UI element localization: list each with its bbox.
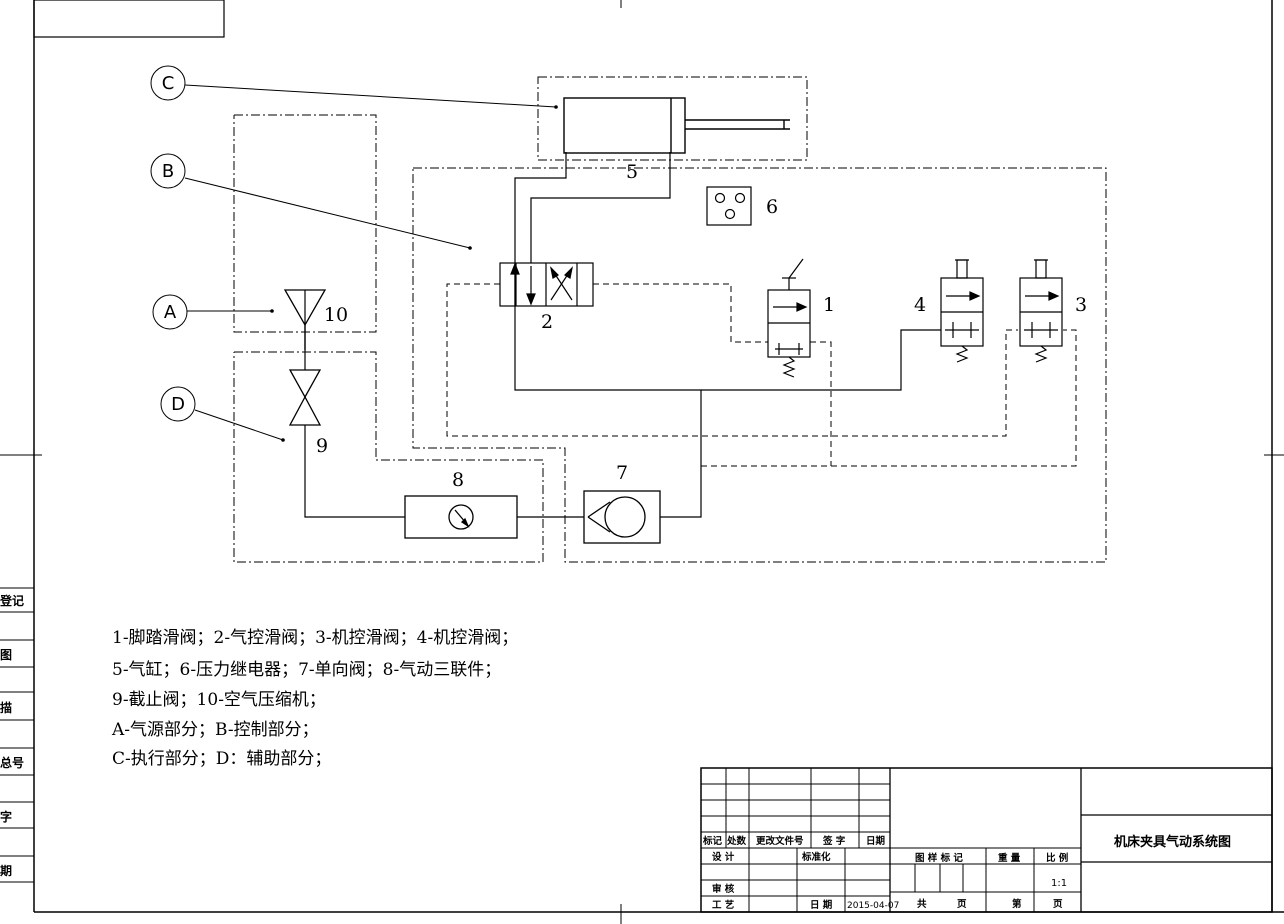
side-strip: 登记 图 描 总号 字 期 <box>0 587 34 883</box>
pilot-lines <box>446 283 1077 467</box>
stop-valve-9 <box>288 369 322 426</box>
tb-scale-value: 1:1 <box>1051 878 1067 889</box>
legend-line-1: 1-脚踏滑阀；2-气控滑阀；3-机控滑阀；4-机控滑阀； <box>112 628 518 648</box>
pressure-relay-6 <box>706 186 752 226</box>
tb-total: 共 <box>917 898 927 910</box>
section-circles <box>150 65 196 422</box>
title-block-lines <box>700 767 1273 913</box>
part-number-1: 1 <box>823 294 835 316</box>
tb-page-1: 页 <box>957 899 967 910</box>
part-number-7: 7 <box>616 462 628 484</box>
tb-scale-label: 比 例 <box>1046 852 1068 864</box>
legend-line-4: A-气源部分；B-控制部分； <box>111 720 319 740</box>
boundary-d-auxiliary <box>233 351 544 563</box>
section-label-c: C <box>162 73 175 94</box>
drawing-title: 机床夹具气动系统图 <box>1114 834 1231 850</box>
air-compressor-10 <box>283 289 327 350</box>
side-label-date: 期 <box>0 863 12 878</box>
frl-unit-8 <box>404 495 518 539</box>
tb-header-mark: 标记 <box>702 835 723 847</box>
tb-date-value: 2015-04-07 <box>847 901 899 911</box>
legend-line-3: 9-截止阀；10-空气压缩机； <box>112 690 326 710</box>
side-label-trace: 描 <box>0 700 12 715</box>
tb-standardization: 标准化 <box>801 851 831 863</box>
cylinder-5 <box>563 97 790 154</box>
mech-valve-4 <box>940 259 984 363</box>
part-number-6: 6 <box>766 196 778 218</box>
title-block-text: 标记 处数 更改文件号 签 字 日期 设 计 标准化 审 核 工 艺 日 期 2… <box>702 834 1231 911</box>
tb-header-count: 处数 <box>726 835 747 847</box>
tb-pattern-mark: 图 样 标 记 <box>915 852 963 864</box>
part-number-3: 3 <box>1075 294 1087 316</box>
side-label-sign: 字 <box>0 809 12 824</box>
tb-header-signature: 签 字 <box>822 835 846 847</box>
legend-line-5: C-执行部分；D：辅助部分； <box>112 749 331 769</box>
tb-date-label: 日 期 <box>810 899 832 911</box>
legend-line-2: 5-气缸；6-压力继电器；7-单向阀；8-气动三联件； <box>112 659 501 680</box>
boundary-b-control <box>412 167 1107 563</box>
side-label-drawing: 图 <box>0 648 12 662</box>
part-number-9: 9 <box>316 435 328 457</box>
legend: 1-脚踏滑阀；2-气控滑阀；3-机控滑阀；4-机控滑阀； 5-气缸；6-压力继电… <box>111 628 518 769</box>
side-label-total-no: 总号 <box>0 755 24 770</box>
tb-header-change-doc: 更改文件号 <box>756 835 804 847</box>
tb-review: 审 核 <box>712 883 735 895</box>
check-valve-7 <box>583 490 661 544</box>
air-lines <box>304 152 941 518</box>
section-boundaries <box>233 76 1107 563</box>
tb-weight: 重 量 <box>998 852 1021 864</box>
tb-page-2: 页 <box>1053 899 1063 910</box>
section-label-d: D <box>171 394 185 415</box>
tb-process: 工 艺 <box>712 899 735 911</box>
boundary-a-source <box>233 114 377 333</box>
section-label-a: A <box>164 302 177 323</box>
part-number-2: 2 <box>541 311 553 333</box>
side-label-register: 登记 <box>0 593 24 608</box>
part-number-8: 8 <box>452 469 464 491</box>
part-number-4: 4 <box>914 294 926 316</box>
tb-sheet: 第 <box>1012 898 1022 910</box>
leader-lines <box>184 84 557 441</box>
tb-header-date: 日期 <box>866 835 885 847</box>
part-number-5: 5 <box>626 161 638 183</box>
foot-valve-1 <box>767 258 811 378</box>
tb-design: 设 计 <box>712 851 735 863</box>
section-label-b: B <box>162 161 174 182</box>
part-number-10: 10 <box>324 304 348 326</box>
boundary-c-execution <box>537 76 808 161</box>
pilot-valve-2 <box>499 262 594 307</box>
mech-valve-3 <box>1019 259 1063 363</box>
leader-dots <box>270 105 558 442</box>
